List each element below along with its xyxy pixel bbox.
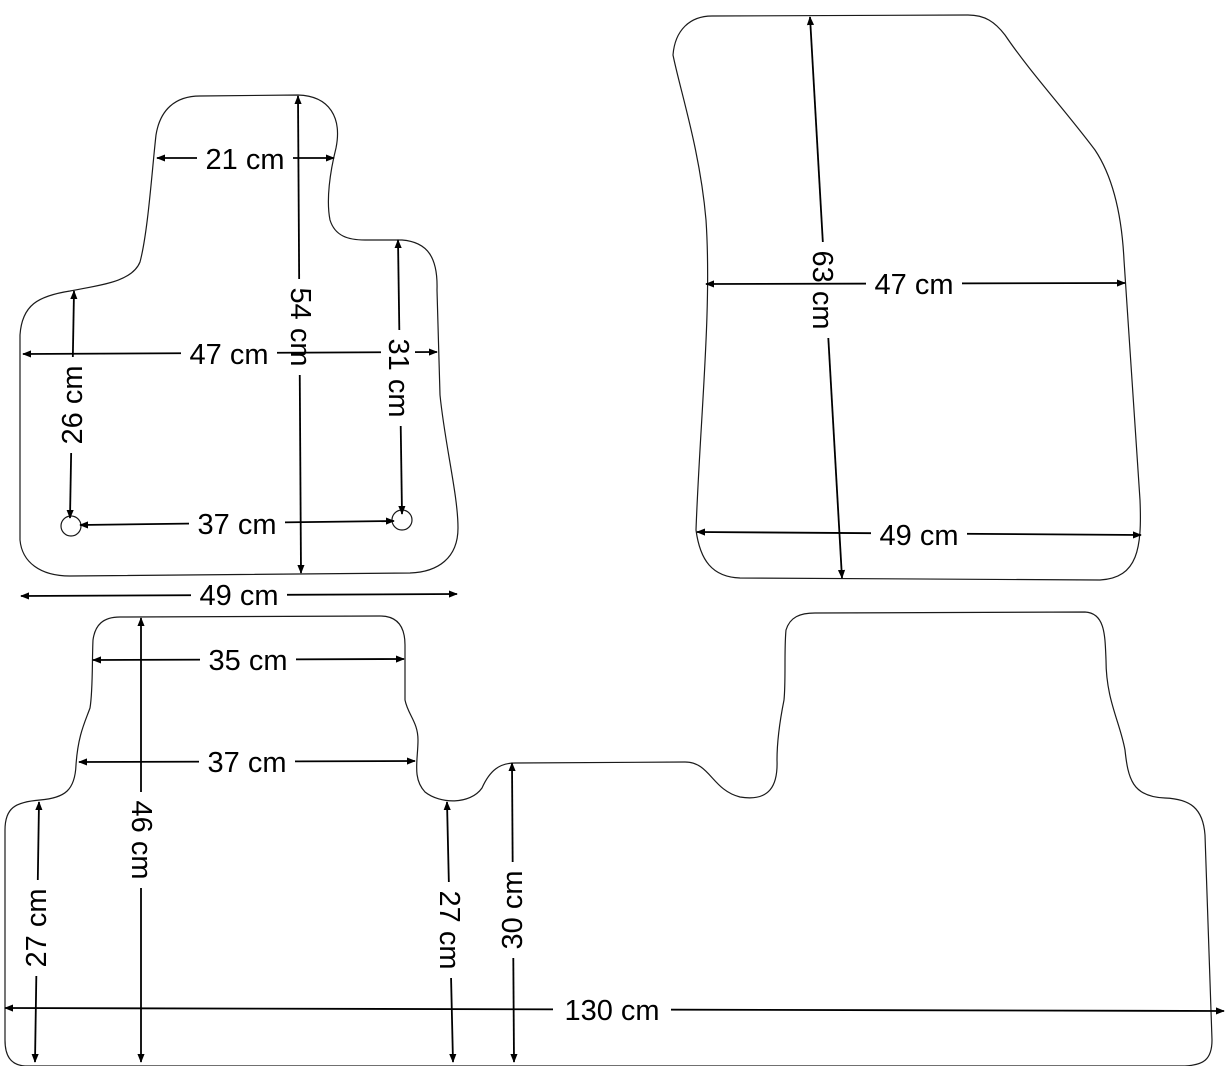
front-left-mat-outline <box>19 94 459 577</box>
dimension-label: 63 cm <box>806 251 838 330</box>
dimension-label-background <box>197 143 293 177</box>
dimension-label-background <box>200 644 296 678</box>
dimension-label: 21 cm <box>206 144 285 176</box>
rear-mat-dimension-5: 27 cm <box>432 801 466 1063</box>
dimension-label: 47 cm <box>190 339 269 371</box>
dimension-label-background <box>496 862 530 958</box>
dimension-label: 37 cm <box>208 747 287 779</box>
dimension-label-background <box>20 880 54 976</box>
front-right-mat-outline <box>672 14 1141 581</box>
dimension-label: 37 cm <box>198 509 277 541</box>
rear-mat-dimension-2: 37 cm <box>78 746 416 780</box>
dimension-label-background <box>866 268 962 302</box>
front-left-mat-dimension-6: 37 cm <box>79 508 395 542</box>
dimension-label-background <box>199 746 295 780</box>
rear-mat-dimension-1: 35 cm <box>92 644 405 678</box>
dimension-label: 49 cm <box>200 580 279 612</box>
rear-mat-dimension-6: 30 cm <box>496 762 530 1063</box>
rear-mat-dimension-4: 27 cm <box>20 801 54 1063</box>
dimension-label-background <box>553 994 671 1028</box>
rear-mat <box>4 611 1213 1066</box>
rear-mat-outline <box>4 611 1213 1066</box>
dimension-label-background <box>56 357 90 453</box>
dimension-label-background <box>432 882 466 978</box>
dimension-label: 35 cm <box>209 645 288 677</box>
dimension-label: 26 cm <box>57 366 89 445</box>
front-right-mat-dimension-3: 49 cm <box>696 519 1142 553</box>
front-left-mat-dimension-1: 21 cm <box>156 143 335 177</box>
dimension-label-background <box>871 519 967 553</box>
dimension-label-background <box>181 338 277 372</box>
rear-mat-dimension-7: 130 cm <box>4 994 1225 1028</box>
front-right-mat-dimension-1: 63 cm <box>805 16 846 579</box>
dimension-label: 30 cm <box>497 871 529 950</box>
rear-mat-dimension-3: 46 cm <box>124 617 158 1063</box>
dimension-label: 54 cm <box>284 288 316 367</box>
front-right-mat-dimension-2: 47 cm <box>705 268 1126 302</box>
front-left-mat-dimension-4: 31 cm <box>381 239 415 515</box>
dimension-label: 27 cm <box>21 889 53 968</box>
front-left-mat-dimension-3: 47 cm <box>22 338 438 372</box>
dimension-label: 49 cm <box>880 520 959 552</box>
dimension-label-background <box>805 242 839 338</box>
dimension-label-background <box>189 508 285 542</box>
front-left-mat-dimension-7: 49 cm <box>20 579 458 613</box>
front-left-mat-dimension-5: 26 cm <box>56 290 90 519</box>
dimension-label: 31 cm <box>382 339 414 418</box>
front-right-mat <box>672 14 1141 581</box>
dimension-label-background <box>191 579 287 613</box>
dimension-label: 130 cm <box>564 995 659 1027</box>
dimension-label: 27 cm <box>433 891 465 970</box>
dimension-label-background <box>381 330 415 426</box>
fixing-hole-left <box>60 515 82 537</box>
dimension-label: 46 cm <box>125 801 157 880</box>
dimension-label: 47 cm <box>875 269 954 301</box>
dimension-label-background <box>124 792 158 888</box>
